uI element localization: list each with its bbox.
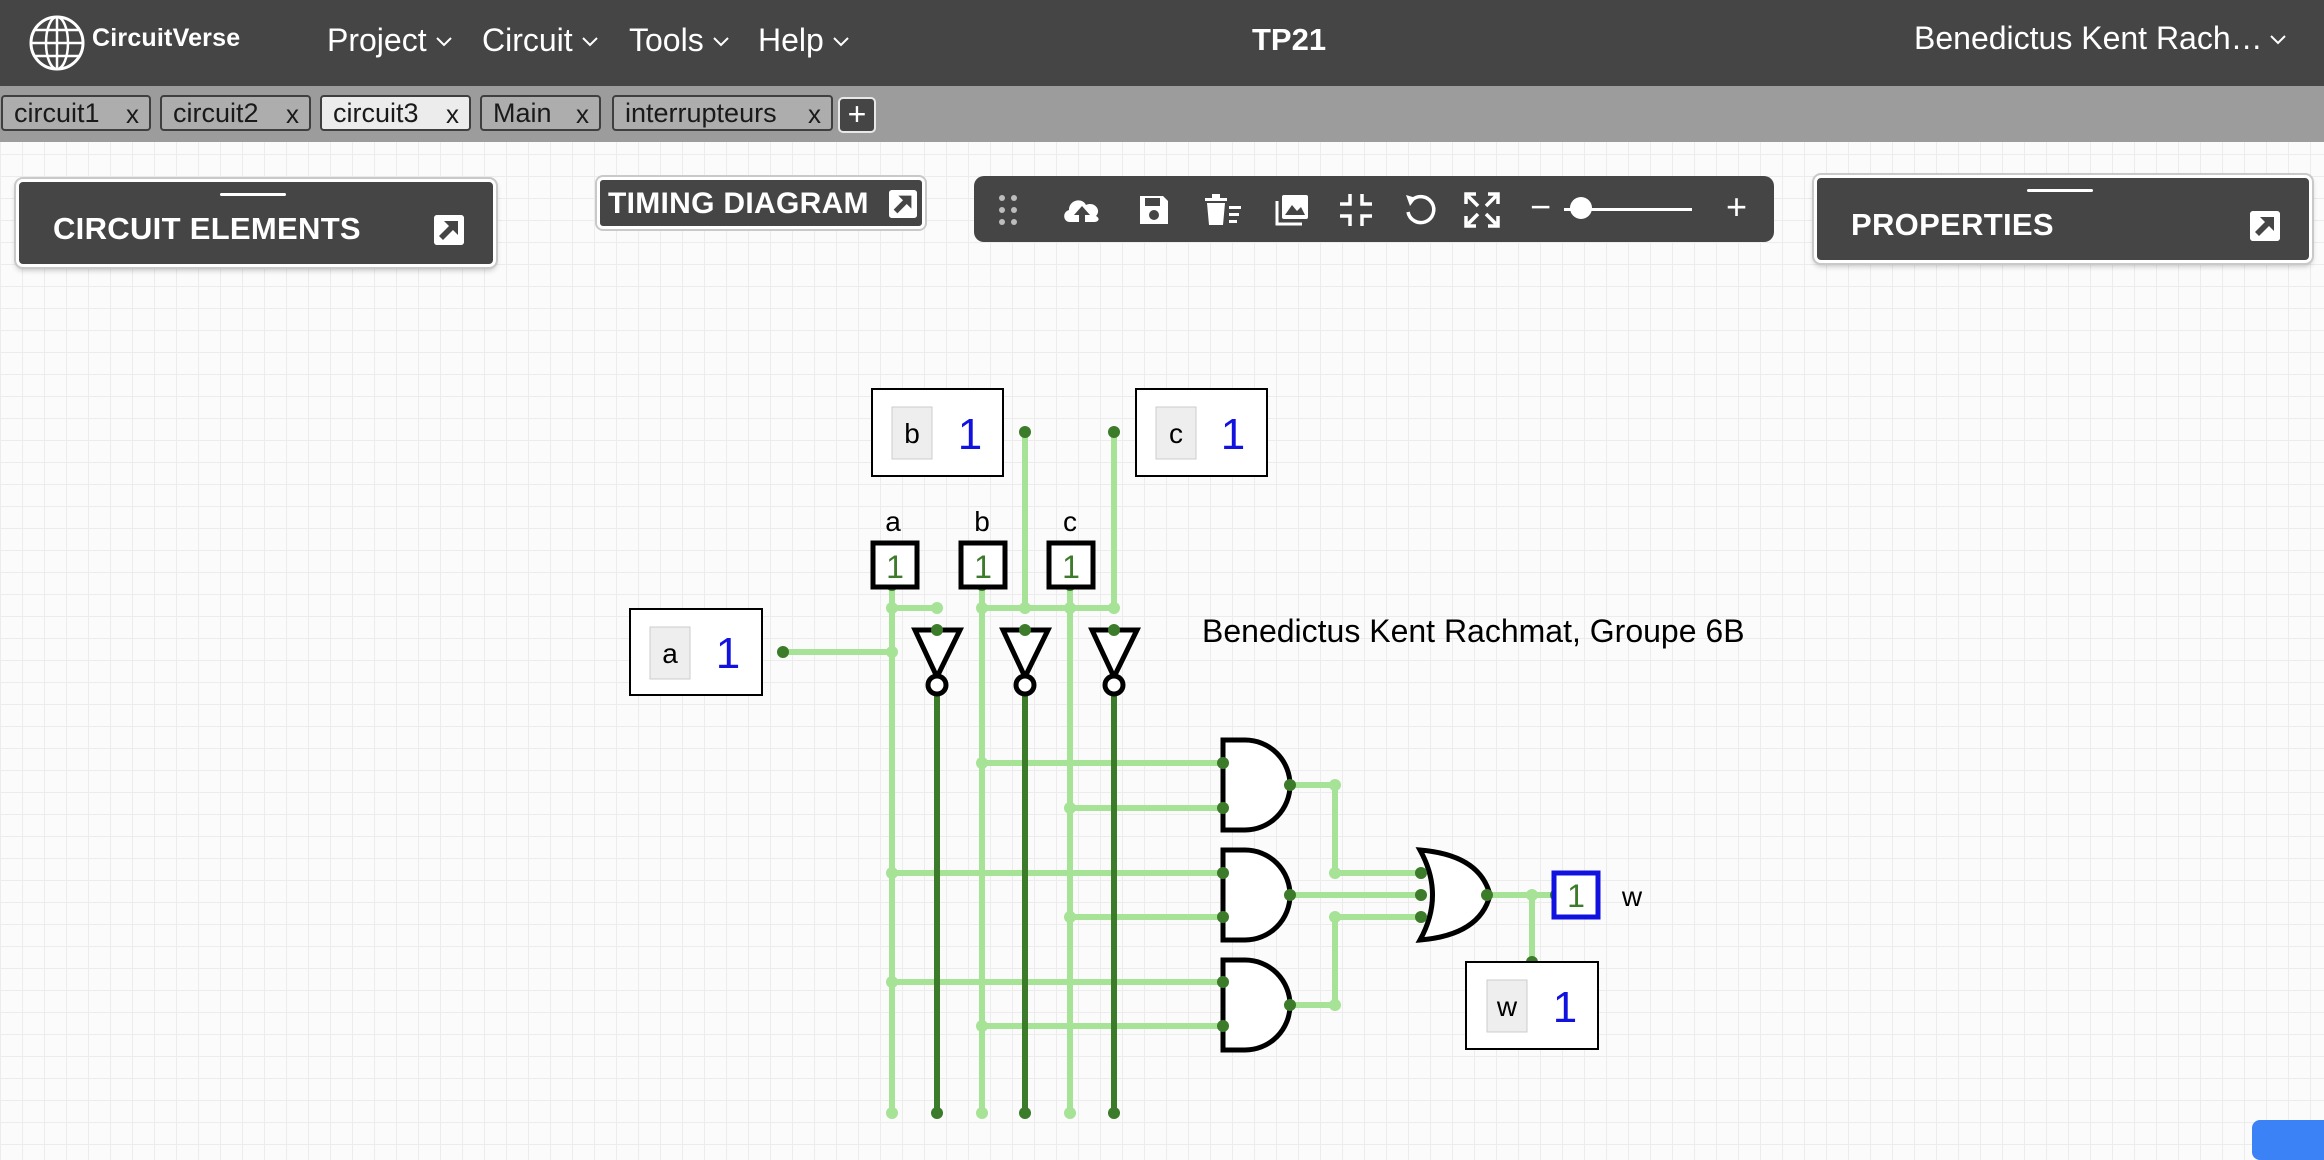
menu-circuit[interactable]: Circuit	[482, 22, 599, 59]
tab-interrupteurs[interactable]: interrupteurs x	[612, 95, 833, 131]
circuit-elements-panel[interactable]: CIRCUIT ELEMENTS	[16, 179, 496, 267]
tab-circuit2[interactable]: circuit2 x	[160, 95, 311, 131]
timing-diagram-title: TIMING DIAGRAM	[608, 187, 869, 220]
canvas-toolbar: − +	[974, 176, 1774, 242]
circuit-wires[interactable]	[780, 429, 1559, 1116]
output-display-w[interactable]: w 1	[1465, 961, 1599, 1050]
probe-value: 1	[886, 549, 904, 585]
expand-panel-icon[interactable]	[2250, 211, 2280, 241]
bottom-right-action-button[interactable]	[2252, 1120, 2324, 1160]
save-icon[interactable]	[1136, 192, 1172, 228]
panel-drag-handle[interactable]	[220, 193, 286, 196]
menu-project-label: Project	[327, 22, 427, 58]
circuitverse-logo-icon	[29, 15, 85, 71]
zoom-out-button[interactable]: −	[1530, 186, 1552, 227]
tab-close-button[interactable]: x	[126, 99, 139, 129]
wire-nodes[interactable]	[777, 426, 1562, 1119]
probe-label: b	[974, 506, 990, 537]
tab-close-button[interactable]: x	[286, 99, 299, 129]
zoom-slider-handle[interactable]	[1570, 197, 1592, 219]
probe-label: c	[1063, 506, 1077, 537]
chevron-down-icon	[833, 36, 849, 46]
output-label: w	[1496, 991, 1518, 1022]
zoom-slider-track[interactable]	[1564, 208, 1692, 211]
fit-to-screen-icon[interactable]	[1338, 192, 1374, 228]
output-probe-w[interactable]: 1 w	[1551, 870, 1643, 920]
input-label: a	[662, 638, 678, 669]
tab-label: Main	[493, 97, 552, 128]
download-image-icon[interactable]	[1274, 192, 1310, 228]
not-gates[interactable]	[911, 627, 1142, 697]
menu-tools[interactable]: Tools	[629, 22, 730, 59]
cloud-upload-icon[interactable]	[1060, 192, 1104, 228]
tab-close-button[interactable]: x	[808, 99, 821, 129]
properties-panel[interactable]: PROPERTIES	[1814, 175, 2312, 263]
tab-close-button[interactable]: x	[446, 99, 459, 129]
input-b[interactable]: b 1	[871, 388, 1004, 477]
add-tab-button[interactable]: +	[838, 97, 876, 133]
circuit-elements-title: CIRCUIT ELEMENTS	[53, 211, 361, 246]
tab-label: circuit3	[333, 97, 419, 128]
chevron-down-icon	[435, 36, 452, 46]
probe-value: 1	[1567, 878, 1585, 914]
project-title[interactable]: TP21	[1252, 22, 1327, 57]
circuit-annotation-text[interactable]: Benedictus Kent Rachmat, Groupe 6B	[1202, 613, 1745, 649]
chevron-down-icon	[2269, 34, 2286, 44]
menu-circuit-label: Circuit	[482, 22, 573, 58]
tab-close-button[interactable]: x	[576, 99, 589, 129]
top-navbar: CircuitVerse Project Circuit Tools Help …	[0, 0, 2324, 86]
menu-help[interactable]: Help	[758, 22, 850, 59]
zoom-in-button[interactable]: +	[1726, 186, 1748, 227]
tab-main[interactable]: Main x	[480, 95, 601, 131]
probe-a[interactable]: a 1	[870, 506, 920, 590]
tab-circuit1[interactable]: circuit1 x	[1, 95, 151, 131]
input-a[interactable]: a 1	[629, 608, 763, 696]
input-c[interactable]: c 1	[1135, 388, 1268, 477]
tab-label: circuit2	[173, 97, 259, 128]
user-menu[interactable]: Benedictus Kent Rach…	[1914, 20, 2287, 57]
tab-label: interrupteurs	[625, 97, 777, 128]
expand-panel-icon[interactable]	[889, 190, 917, 218]
user-name: Benedictus Kent Rach…	[1914, 20, 2263, 56]
tab-circuit3[interactable]: circuit3 x	[320, 95, 471, 131]
input-label: c	[1169, 418, 1183, 449]
tab-label: circuit1	[14, 97, 100, 128]
menu-project[interactable]: Project	[327, 22, 453, 59]
undo-icon[interactable]	[1402, 192, 1438, 228]
brand-name[interactable]: CircuitVerse	[92, 24, 241, 52]
input-value: 1	[958, 410, 982, 459]
and-gates[interactable]	[1220, 737, 1293, 1053]
probe-value: 1	[974, 549, 992, 585]
probe-c[interactable]: c 1	[1046, 506, 1096, 590]
output-value: 1	[1553, 983, 1577, 1032]
input-label: b	[904, 418, 920, 449]
properties-title: PROPERTIES	[1851, 207, 2054, 242]
drag-handle-icon[interactable]	[990, 192, 1026, 228]
input-value: 1	[716, 629, 740, 678]
expand-panel-icon[interactable]	[434, 215, 464, 245]
probe-b[interactable]: b 1	[958, 506, 1008, 590]
delete-selected-icon[interactable]	[1202, 192, 1244, 228]
menu-tools-label: Tools	[629, 22, 704, 58]
chevron-down-icon	[712, 36, 729, 46]
chevron-down-icon	[581, 36, 598, 46]
probe-label: a	[885, 506, 901, 537]
probe-label: w	[1621, 881, 1643, 912]
panel-drag-handle[interactable]	[2027, 189, 2093, 192]
probe-value: 1	[1062, 549, 1080, 585]
menu-help-label: Help	[758, 22, 824, 58]
fullscreen-icon[interactable]	[1464, 192, 1500, 228]
or-gate[interactable]	[1415, 847, 1493, 943]
input-value: 1	[1221, 410, 1245, 459]
timing-diagram-panel[interactable]: TIMING DIAGRAM	[597, 177, 925, 229]
